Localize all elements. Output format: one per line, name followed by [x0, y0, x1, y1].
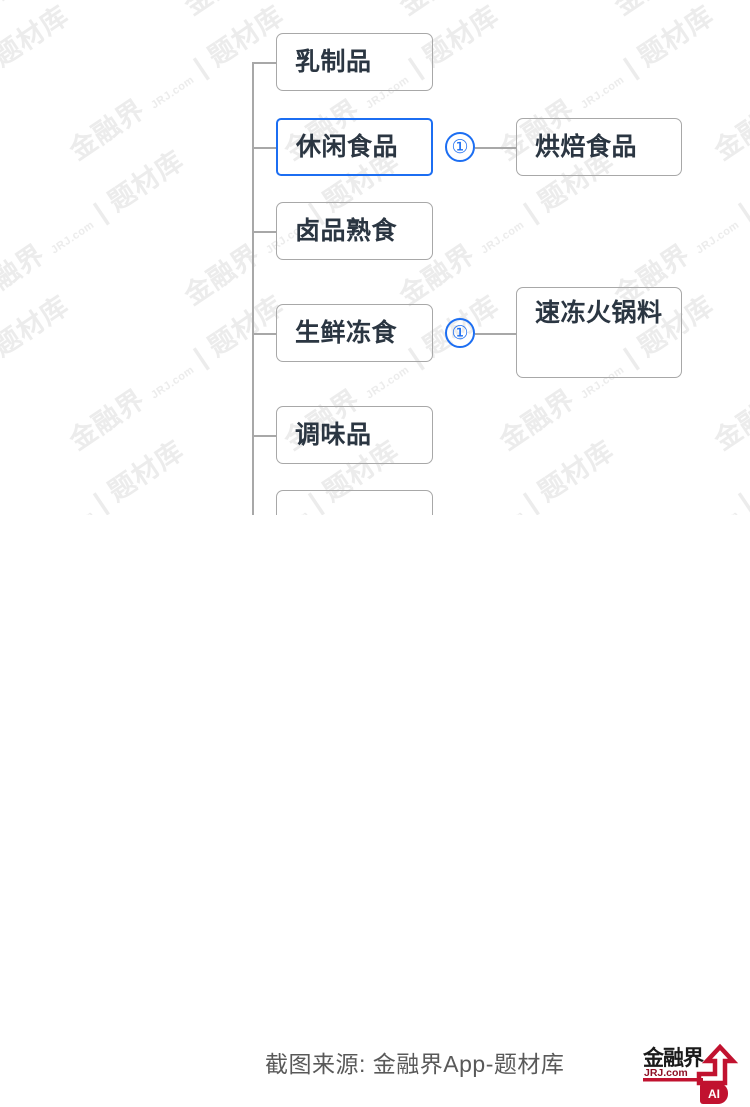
connector-line — [252, 231, 276, 233]
child-node-速冻火锅料[interactable]: 速冻火锅料 — [516, 287, 682, 378]
node-label: 休闲食品 — [296, 132, 399, 161]
connector-line — [475, 147, 516, 149]
node-label: 烘焙食品 — [535, 132, 638, 161]
node-休闲食品[interactable]: 休闲食品 — [276, 118, 433, 176]
node-label: 生鲜冻食 — [295, 318, 398, 347]
svg-text:JRJ.com: JRJ.com — [644, 1067, 688, 1079]
child-count-badge[interactable]: ① — [445, 318, 475, 348]
node-label: 乳制品 — [295, 47, 372, 76]
connector-line — [252, 62, 276, 64]
node-label: 调味品 — [295, 420, 372, 449]
node-label: 速冻火锅料 — [535, 299, 663, 327]
node-调味品[interactable]: 调味品 — [276, 406, 433, 464]
footer-source-text: 截图来源: 金融界App-题材库 — [265, 1051, 565, 1077]
node-partial[interactable] — [276, 490, 433, 515]
connector-line — [475, 333, 516, 335]
node-label: 卤品熟食 — [295, 216, 398, 245]
child-count-badge[interactable]: ① — [445, 132, 475, 162]
connector-line — [252, 147, 276, 149]
node-乳制品[interactable]: 乳制品 — [276, 33, 433, 91]
ai-badge: AI — [700, 1083, 728, 1104]
connector-line — [252, 333, 276, 335]
child-node-烘焙食品[interactable]: 烘焙食品 — [516, 118, 682, 176]
connector-line — [252, 435, 276, 437]
mindmap-diagram: 乳制品休闲食品 ① 卤品熟食生鲜冻食 ① 调味品 烘焙食品速冻火锅料 — [0, 0, 750, 515]
connector-trunk — [252, 62, 254, 515]
footer-bar: 截图来源: 金融界App-题材库 金融界 JRJ.com AI — [0, 515, 750, 1104]
node-生鲜冻食[interactable]: 生鲜冻食 — [276, 304, 433, 362]
node-卤品熟食[interactable]: 卤品熟食 — [276, 202, 433, 260]
